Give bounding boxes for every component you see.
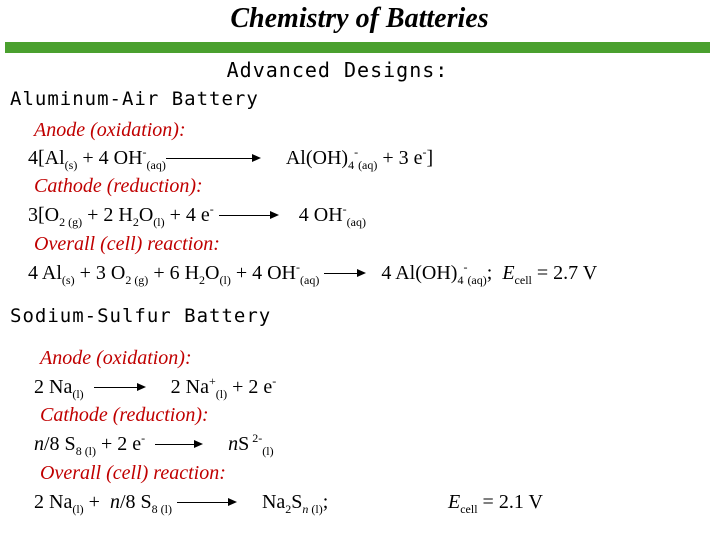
na-overall-equation: 2 Na(l) + n/8 S8 (l) Na2Sn (l); xyxy=(34,491,329,516)
reaction-arrow-icon xyxy=(155,435,204,455)
reaction-arrow-icon xyxy=(218,206,279,226)
accent-bar xyxy=(5,42,710,53)
al-cathode-equation: 3[O2 (g) + 2 H2O(l) + 4 e- 4 OH-(aq) xyxy=(28,202,366,229)
al-overall-label: Overall (cell) reaction: xyxy=(34,233,220,255)
na-cathode-label: Cathode (reduction): xyxy=(40,404,209,426)
al-anode-equation: 4[Al(s) + 4 OH-(aq) Al(OH)4-(aq) + 3 e-] xyxy=(28,145,434,172)
na-cathode-equation: n/8 S8 (l) + 2 e- nS 2-(l) xyxy=(34,431,274,458)
al-ecell-value: 2.7 V xyxy=(553,262,598,284)
al-anode-label: Anode (oxidation): xyxy=(34,119,186,141)
page-title: Chemistry of Batteries xyxy=(230,3,489,34)
na-anode-equation: 2 Na(l) 2 Na+(l) + 2 e- xyxy=(34,374,277,401)
reaction-arrow-icon xyxy=(324,264,367,284)
na-ecell-value: 2.1 V xyxy=(498,491,543,513)
al-cathode-label: Cathode (reduction): xyxy=(34,175,203,197)
na-anode-label: Anode (oxidation): xyxy=(40,347,192,369)
reaction-arrow-icon xyxy=(165,149,261,169)
aluminum-air-heading: Aluminum-Air Battery xyxy=(10,88,259,110)
na-overall-label: Overall (cell) reaction: xyxy=(40,462,226,484)
na-ecell: Ecell = 2.1 V xyxy=(448,491,543,516)
al-overall-equation: 4 Al(s) + 3 O2 (g) + 6 H2O(l) + 4 OH-(aq… xyxy=(28,260,598,287)
subtitle: Advanced Designs: xyxy=(226,58,449,82)
reaction-arrow-icon xyxy=(176,493,237,513)
sodium-sulfur-heading: Sodium-Sulfur Battery xyxy=(10,305,272,327)
reaction-arrow-icon xyxy=(93,378,146,398)
